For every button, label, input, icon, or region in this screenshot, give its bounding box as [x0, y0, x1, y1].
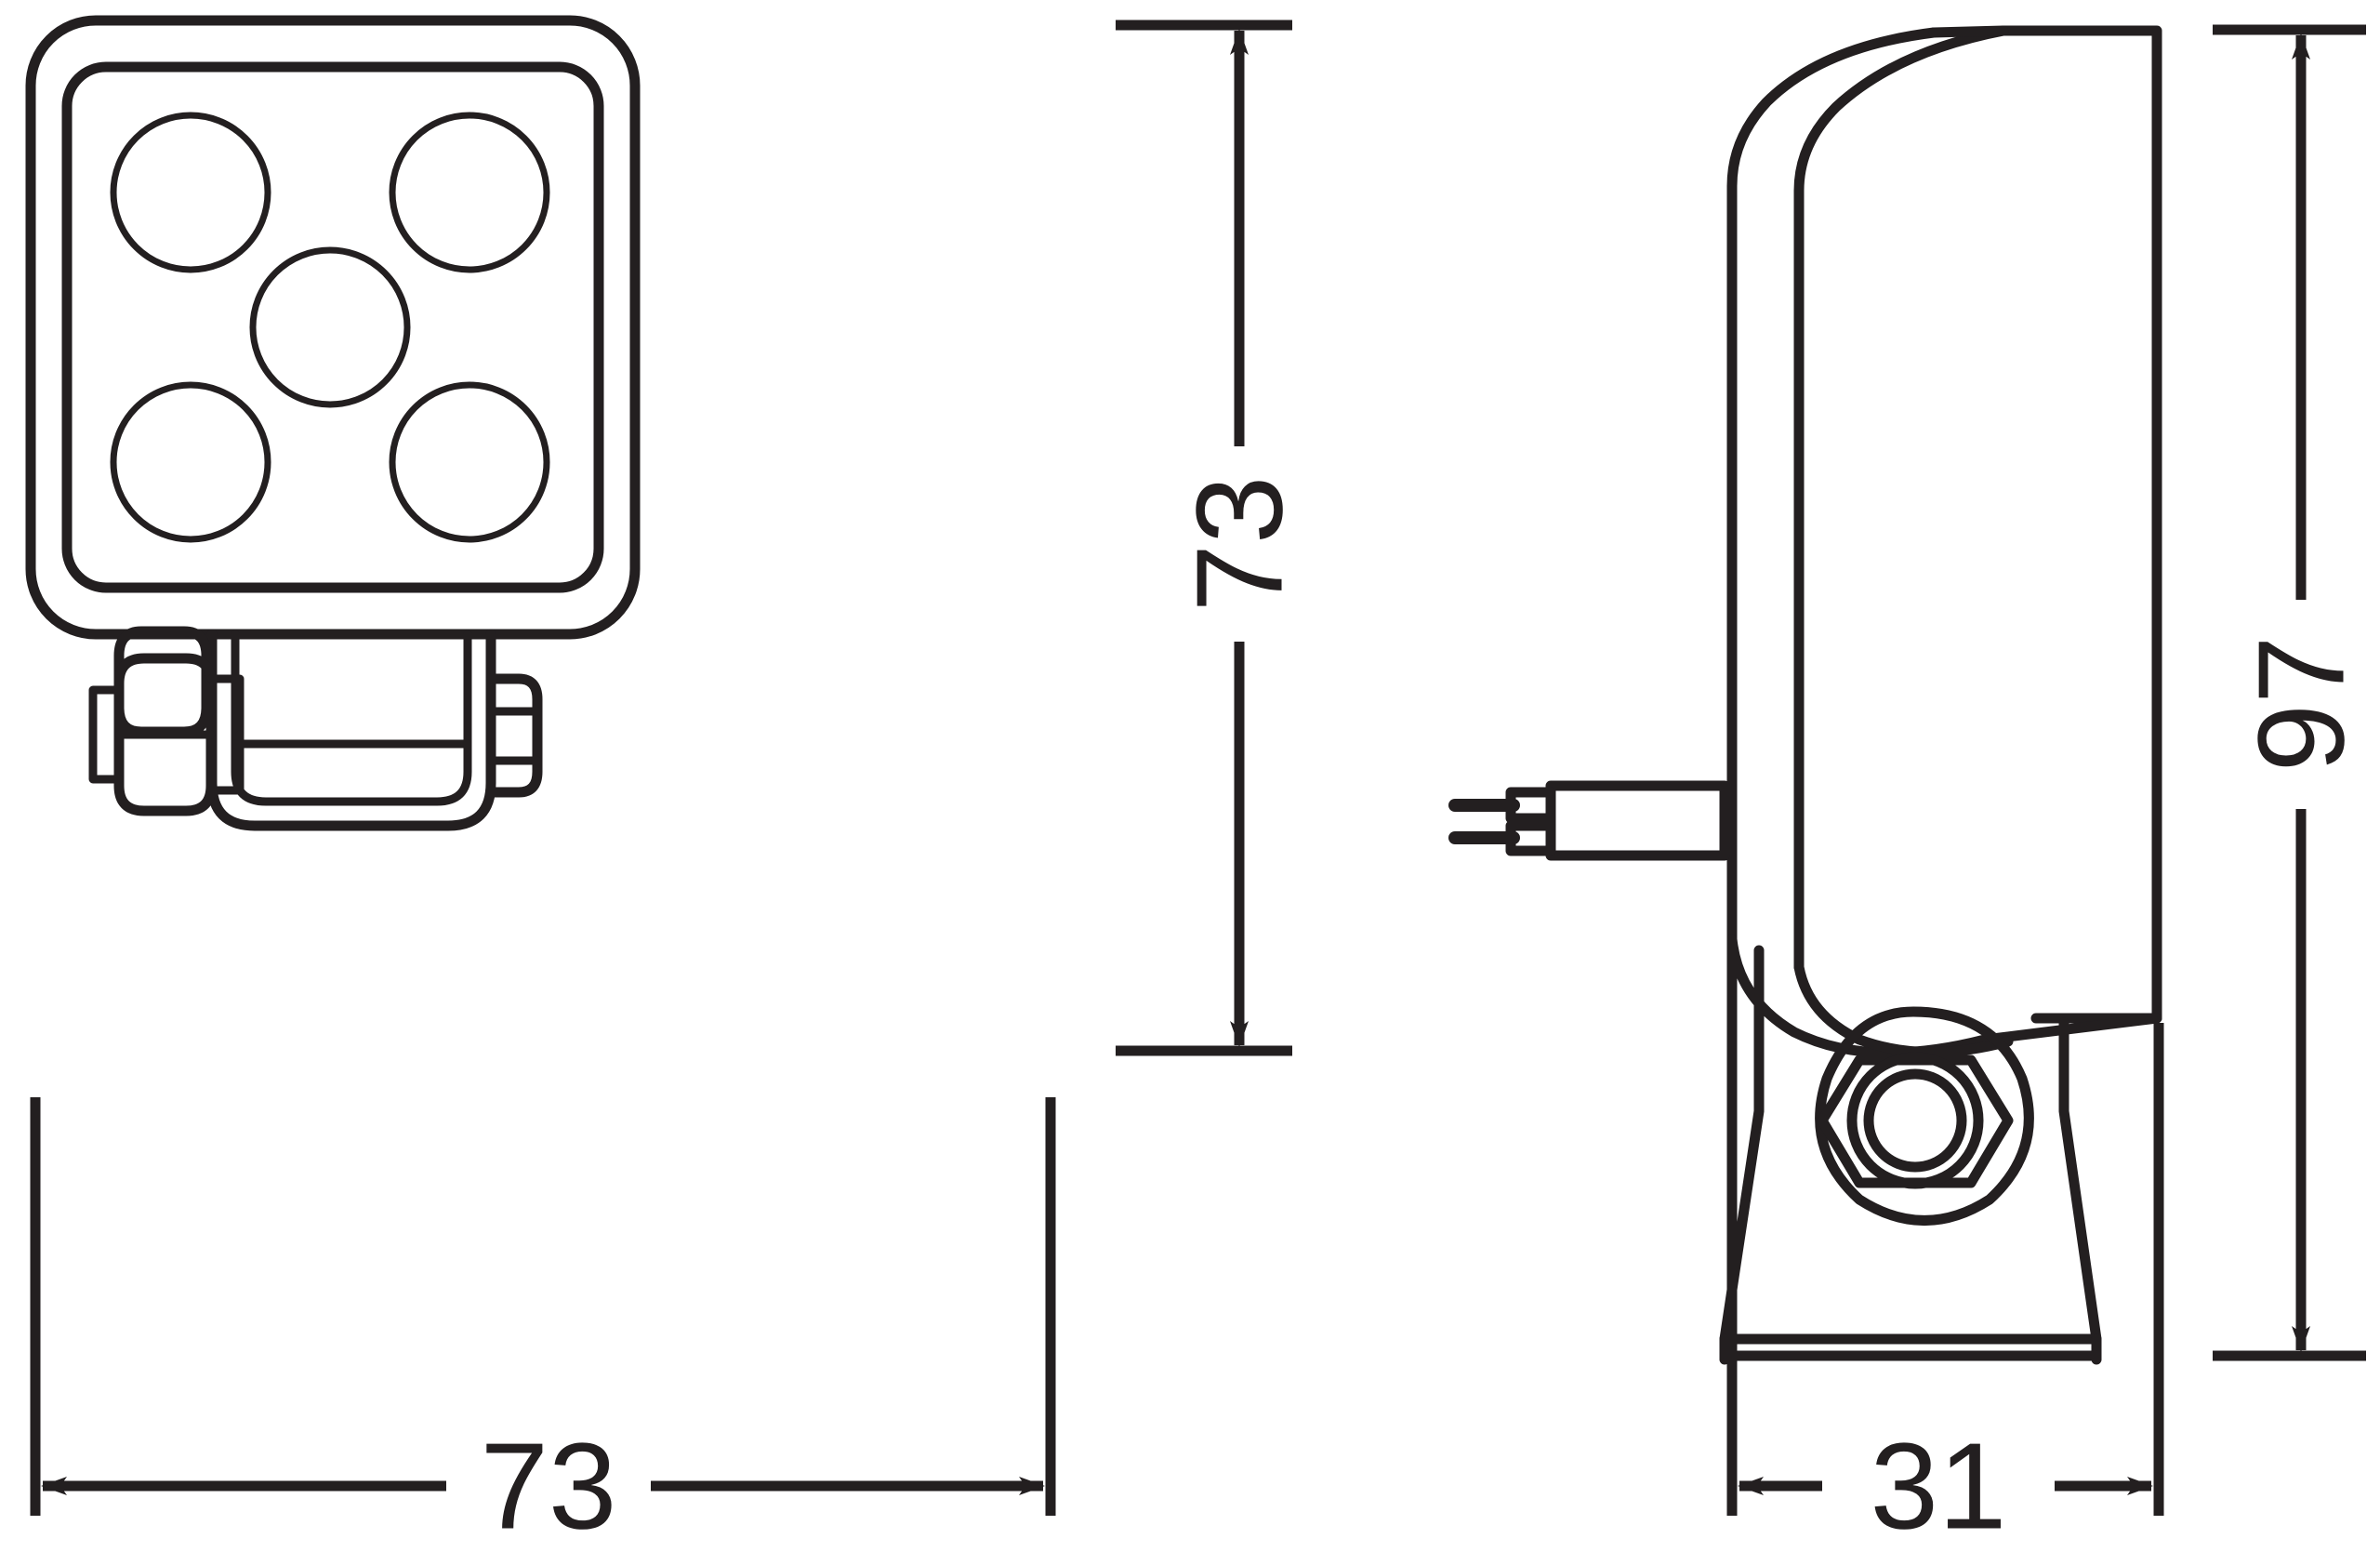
led-bottom-right: [389, 381, 550, 543]
led-center: [249, 246, 411, 408]
led-top-left: [110, 112, 271, 273]
bracket-outer-u: [206, 629, 496, 831]
cable-ferrule: [1505, 787, 1556, 856]
dimension-front-height: [1116, 20, 1292, 1056]
side-view: [1448, 25, 2162, 1365]
side-cable-assembly: [1448, 780, 1730, 861]
side-hex-bolt: [1815, 1006, 2034, 1226]
dimension-side-depth: [1726, 939, 2164, 1516]
front-view: [25, 15, 641, 831]
bracket-trapezoid-outer: [1719, 945, 2102, 1345]
cable-body: [1545, 780, 1730, 861]
bolt-left-hex: [113, 653, 217, 816]
side-lower-inner-return: [1793, 962, 2014, 1058]
front-lens-frame: [61, 61, 604, 593]
dimension-front-width-label: 73: [481, 1418, 617, 1555]
dimension-side-height: [2213, 24, 2366, 1361]
dimension-side-depth-label: 31: [1871, 1418, 2007, 1555]
dimension-side-height-label: 97: [2233, 636, 2370, 773]
bolt-right-hex: [485, 673, 543, 798]
front-bolt-left: [88, 626, 245, 816]
hex-bolt-head: [1817, 1054, 2014, 1188]
front-led-array: [110, 112, 550, 543]
dimension-front-width: [30, 1097, 1056, 1516]
led-bottom-left: [110, 381, 271, 543]
side-lens-shell: [1726, 27, 1939, 945]
bolt-left-shank-lower: [206, 730, 245, 795]
bolt-left-washer: [88, 685, 124, 784]
led-top-right: [389, 112, 550, 273]
front-housing-outer: [25, 15, 641, 640]
hex-bolt-boss-outer: [1846, 1052, 1984, 1189]
front-bolt-right: [485, 673, 543, 798]
side-mounting-bracket: [1719, 945, 2102, 1365]
side-top-ridge: [1928, 25, 2009, 38]
dimension-front-height-label: 73: [1171, 476, 1308, 613]
hex-bolt-outer-ring: [1815, 1006, 2034, 1226]
hex-bolt-boss-inner: [1863, 1068, 1967, 1173]
bolt-left-shank-upper: [206, 674, 245, 739]
